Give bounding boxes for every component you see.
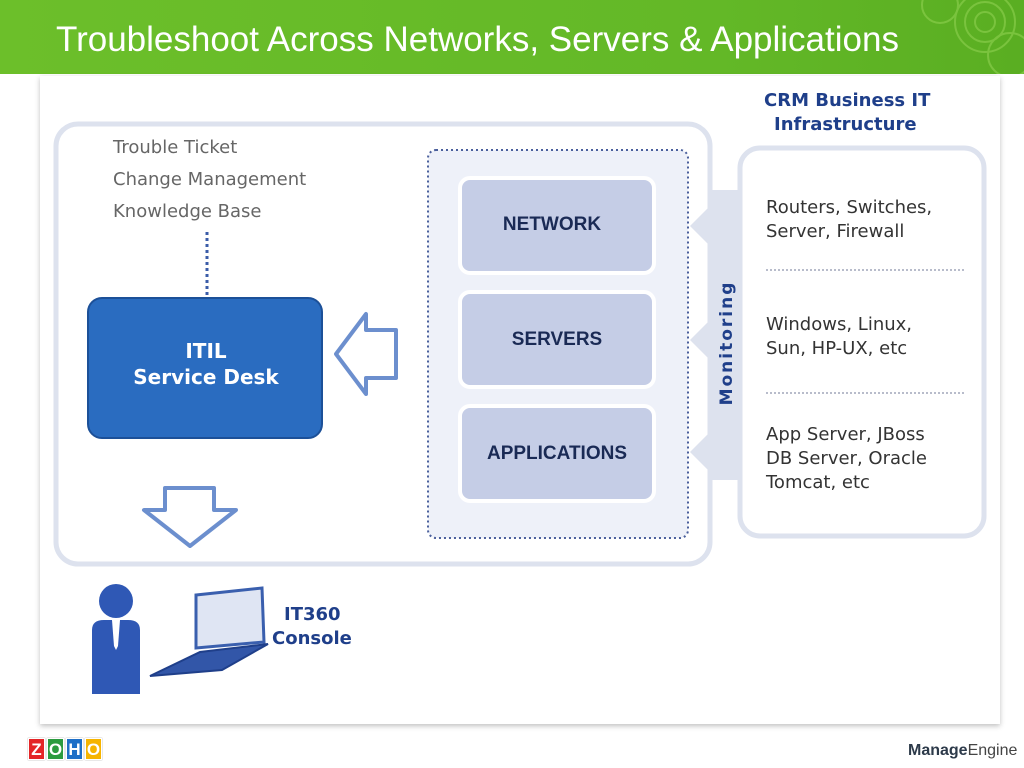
applications-box: [458, 404, 656, 503]
right-panel: [737, 145, 987, 539]
itil-service-desk-label: ITIL Service Desk: [88, 338, 324, 390]
crm-header-line-1: CRM Business IT: [764, 90, 931, 111]
arrow-network-left-icon: [690, 204, 712, 248]
applications-label: APPLICATIONS: [486, 443, 628, 464]
zoho-tile-z: Z: [28, 738, 45, 760]
header-bar: Troubleshoot Across Networks, Servers & …: [0, 0, 1024, 74]
zoho-logo: Z O H O: [28, 738, 102, 764]
laptop-icon: [149, 586, 269, 677]
console-label-line-2: Console: [272, 628, 352, 649]
user-figure-icon: [92, 584, 140, 694]
servers-box: [458, 290, 656, 389]
network-box: [458, 176, 656, 275]
list-item-knowledge-base: Knowledge Base: [113, 201, 262, 222]
network-label: NETWORK: [502, 214, 602, 235]
list-item-change-management: Change Management: [113, 169, 307, 190]
infra-network-group: Routers, Switches, Server, Firewall: [766, 196, 932, 244]
manageengine-logo: ManageEngine: [908, 742, 1017, 760]
infra-item: DB Server, Oracle: [766, 448, 927, 469]
monitoring-strip: [712, 190, 740, 480]
list-item-trouble-ticket: Trouble Ticket: [113, 137, 238, 158]
infra-item: Tomcat, etc: [766, 472, 870, 493]
infra-item: App Server, JBoss: [766, 424, 925, 445]
itil-service-desk-box: [87, 297, 323, 439]
infra-servers-group: Windows, Linux, Sun, HP-UX, etc: [766, 313, 912, 361]
itil-line-1: ITIL: [185, 339, 227, 363]
slide-title: Troubleshoot Across Networks, Servers & …: [56, 20, 899, 59]
infra-item: Windows, Linux,: [766, 314, 913, 335]
arrow-applications-left-icon: [690, 430, 712, 474]
zoho-tile-o2: O: [85, 738, 102, 760]
brand-strong: Manage: [908, 742, 968, 759]
arrow-down-icon: [142, 486, 238, 548]
servers-label: SERVERS: [511, 329, 603, 350]
arrow-left-icon: [334, 312, 398, 396]
itil-line-2: Service Desk: [133, 365, 279, 389]
header-swirl-decoration: [921, 0, 1024, 74]
arrow-servers-left-icon: [690, 318, 712, 362]
infra-item: Server, Firewall: [766, 221, 905, 242]
console-label-line-1: IT360: [284, 604, 341, 625]
crm-header-line-2: Infrastructure: [774, 114, 917, 135]
infra-applications-group: App Server, JBoss DB Server, Oracle Tomc…: [766, 423, 927, 495]
brand-rest: Engine: [967, 742, 1018, 759]
monitoring-text: Monitoring: [717, 280, 737, 406]
infra-item: Routers, Switches,: [766, 197, 933, 218]
zoho-tile-h: H: [66, 738, 83, 760]
infra-item: Sun, HP-UX, etc: [766, 338, 908, 359]
zoho-tile-o: O: [47, 738, 64, 760]
